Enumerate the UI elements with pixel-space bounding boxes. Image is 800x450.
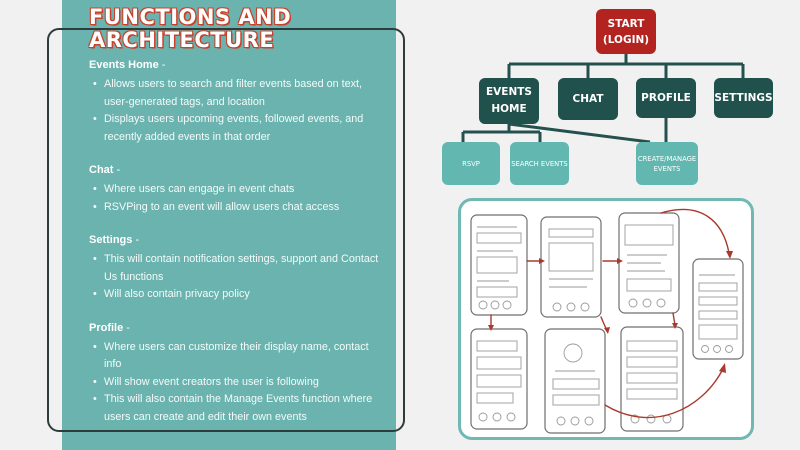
sketch-arrow-event-create bbox=[660, 208, 730, 254]
bullet-list: Where users can engage in event chatsRSV… bbox=[89, 181, 389, 216]
section-heading-suffix: - bbox=[113, 164, 121, 176]
bullet-item: Will also contain privacy policy bbox=[89, 286, 389, 304]
sketch-phone-home bbox=[470, 214, 528, 316]
section-chat: Chat - Where users can engage in event ch… bbox=[89, 163, 389, 216]
node-create-manage-events: CREATE/MANAGE EVENTS bbox=[636, 142, 698, 185]
section-events-home: Events Home - Allows users to search and … bbox=[89, 58, 389, 146]
section-heading-text: Settings bbox=[89, 234, 133, 246]
node-profile: PROFILE bbox=[636, 78, 696, 118]
connector-create-events bbox=[508, 122, 651, 144]
bullet-item: Allows users to search and filter events… bbox=[89, 76, 389, 111]
sketch-phone-search bbox=[540, 216, 602, 318]
section-heading-suffix: - bbox=[123, 321, 130, 334]
bullet-item: RSVPing to an event will allow users cha… bbox=[89, 199, 389, 217]
node-rsvp: RSVP bbox=[442, 142, 500, 185]
feature-sections: Events Home - Allows users to search and … bbox=[89, 58, 389, 443]
node-start-login: START (LOGIN) bbox=[596, 9, 656, 54]
bullet-item: Where users can customize their display … bbox=[89, 339, 389, 374]
section-heading: Chat - bbox=[89, 163, 389, 177]
bullet-item: Displays users upcoming events, followed… bbox=[89, 111, 389, 146]
wireframe-sketch-photo bbox=[458, 198, 754, 440]
node-settings: SETTINGS bbox=[714, 78, 773, 118]
node-search-events: SEARCH EVENTS bbox=[510, 142, 569, 185]
section-heading: Events Home - bbox=[89, 58, 389, 72]
outline-frame bbox=[47, 28, 405, 432]
section-profile: Profile - Where users can customize their… bbox=[89, 321, 389, 427]
sketch-phone-settings bbox=[620, 326, 684, 432]
wireframe-sketches bbox=[470, 208, 744, 434]
bullet-item: Where users can engage in event chats bbox=[89, 181, 389, 199]
bullet-list: This will contain notification settings,… bbox=[89, 251, 389, 304]
node-chat: CHAT bbox=[558, 78, 618, 120]
page-title: Functions and Architecture bbox=[89, 5, 292, 52]
section-heading: Profile - bbox=[89, 321, 389, 335]
bullet-item: Will show event creators the user is fol… bbox=[89, 374, 389, 392]
section-heading-text: Events Home bbox=[89, 59, 159, 71]
sketch-phone-chat bbox=[470, 328, 528, 430]
sketch-phone-create-event bbox=[692, 258, 744, 360]
bullet-item: This will contain notification settings,… bbox=[89, 251, 389, 286]
section-heading-suffix: - bbox=[132, 234, 140, 246]
sketch-arrow-profile-create bbox=[604, 368, 724, 419]
section-settings: Settings - This will contain notification… bbox=[89, 233, 389, 304]
section-heading-text: Chat bbox=[89, 164, 114, 176]
section-heading: Settings - bbox=[89, 233, 389, 247]
bullet-list: Where users can customize their display … bbox=[89, 339, 389, 427]
sketch-phone-profile bbox=[544, 328, 606, 434]
bullet-item: This will also contain the Manage Events… bbox=[89, 391, 389, 426]
section-heading-suffix: - bbox=[158, 59, 166, 71]
section-heading-text: Profile bbox=[89, 321, 124, 334]
flowchart-connectors bbox=[461, 54, 745, 144]
node-events-home: EVENTS HOME bbox=[479, 78, 539, 124]
bullet-list: Allows users to search and filter events… bbox=[89, 76, 389, 146]
